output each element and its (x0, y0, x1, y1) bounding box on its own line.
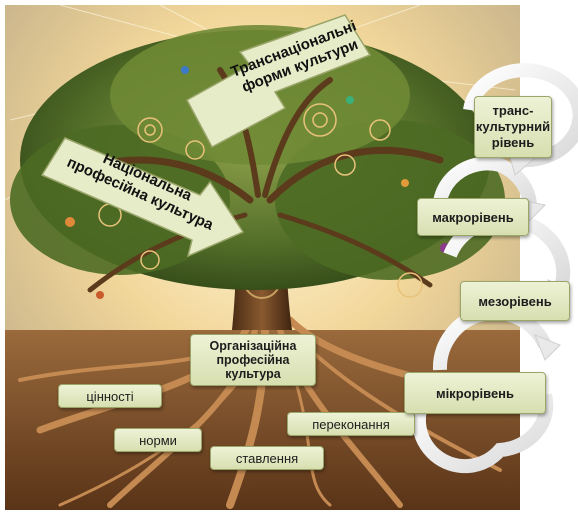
level-macro: макрорівень (417, 198, 529, 236)
root-label-attitudes: ставлення (210, 446, 324, 470)
org-line-3: культура (225, 367, 281, 381)
root-label-values: цінності (58, 384, 162, 408)
organizational-culture-box: Організаційна професійна культура (190, 334, 316, 386)
level-micro: мікрорівень (404, 372, 546, 414)
org-line-2: професійна (216, 353, 290, 367)
transcultural-line-2: культурний (475, 119, 551, 134)
transcultural-line-3: рівень (491, 135, 535, 150)
root-label-beliefs: переконання (287, 412, 415, 436)
org-line-1: Організаційна (209, 339, 297, 353)
root-label-norms: норми (114, 428, 202, 452)
level-meso: мезорівень (460, 281, 570, 321)
fruits (65, 66, 450, 299)
transcultural-line-1: транс- (492, 103, 534, 118)
level-transcultural: транс- культурний рівень (474, 96, 552, 158)
arrow-transnational (185, 14, 372, 149)
arrow-national (40, 137, 245, 258)
